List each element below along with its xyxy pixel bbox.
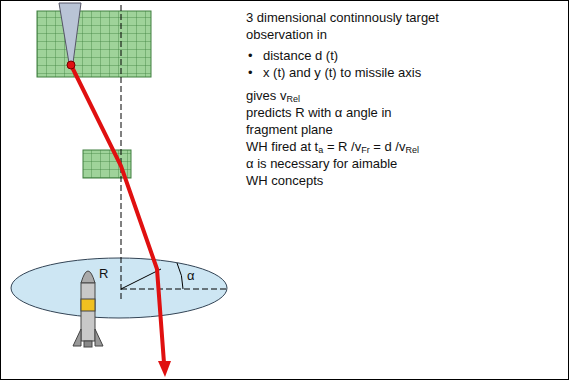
missile xyxy=(73,271,103,347)
observation-grid-lines xyxy=(37,11,151,77)
note-line: α is necessary for aimable xyxy=(246,156,397,172)
observation-grid xyxy=(37,11,151,77)
note-line: predicts R with α angle in xyxy=(246,105,392,121)
note-line: 3 dimensional continnously target xyxy=(246,10,439,26)
radius-label: R xyxy=(99,267,108,281)
note-line: fragment plane xyxy=(246,122,333,138)
fragment-plane xyxy=(11,258,227,318)
note-line: WH fired at ta = R /vFr = d /vRel xyxy=(246,139,419,155)
note-line: observation in xyxy=(246,27,327,43)
relative-trajectory xyxy=(71,65,164,363)
missile-axis xyxy=(121,5,122,301)
note-line: WH concepts xyxy=(246,173,323,189)
note-line: x (t) and y (t) to missile axis xyxy=(263,65,421,81)
note-line: distance d (t) xyxy=(263,48,338,64)
note-line: gives vRel xyxy=(246,88,300,104)
radius-line xyxy=(121,269,161,289)
target-point xyxy=(67,61,75,69)
angle-label: α xyxy=(187,269,195,283)
angle-arc xyxy=(177,263,183,289)
reference-line xyxy=(121,289,227,290)
target-body xyxy=(59,3,81,63)
bullet: • xyxy=(248,65,253,81)
trajectory-arrowhead xyxy=(158,361,171,377)
bullet: • xyxy=(248,48,253,64)
